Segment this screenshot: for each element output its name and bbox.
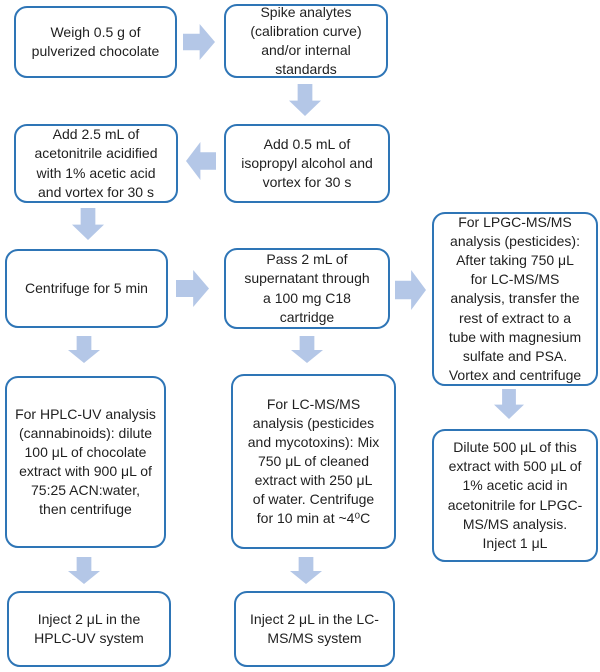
flow-step-inject-lcms: Inject 2 μL in the LC- MS/MS system xyxy=(234,591,395,667)
flow-step-hplc-prep: For HPLC-UV analysis (cannabinoids): dil… xyxy=(5,376,166,548)
arrow-right-icon xyxy=(176,270,209,307)
flow-step-lcms-prep: For LC-MS/MS analysis (pesticides and my… xyxy=(231,374,396,549)
flow-step-weigh: Weigh 0.5 g of pulverized chocolate xyxy=(14,6,177,78)
arrow-down-icon xyxy=(68,557,100,584)
flow-step-centrifuge: Centrifuge for 5 min xyxy=(5,249,168,328)
arrow-down-icon xyxy=(289,84,321,116)
arrow-down-icon xyxy=(290,557,322,584)
flow-step-inject-hplc: Inject 2 μL in the HPLC-UV system xyxy=(7,591,171,667)
arrow-down-icon xyxy=(291,336,323,363)
arrow-down-icon xyxy=(72,208,104,240)
arrow-left-icon xyxy=(186,142,216,180)
flow-step-lpgc-dilute: Dilute 500 μL of this extract with 500 μ… xyxy=(432,429,598,562)
arrow-right-icon xyxy=(395,270,426,310)
flow-step-lpgc-prep: For LPGC-MS/MS analysis (pesticides): Af… xyxy=(432,212,598,386)
flow-step-add-acetonitrile: Add 2.5 mL of acetonitrile acidified wit… xyxy=(14,124,178,203)
flow-step-c18-cartridge: Pass 2 mL of supernatant through a 100 m… xyxy=(224,248,390,329)
flow-step-add-isopropyl: Add 0.5 mL of isopropyl alcohol and vort… xyxy=(224,124,390,203)
arrow-down-icon xyxy=(494,389,524,419)
flow-step-spike: Spike analytes (calibration curve) and/o… xyxy=(224,4,388,78)
arrow-right-icon xyxy=(183,24,215,60)
arrow-down-icon xyxy=(68,336,100,363)
